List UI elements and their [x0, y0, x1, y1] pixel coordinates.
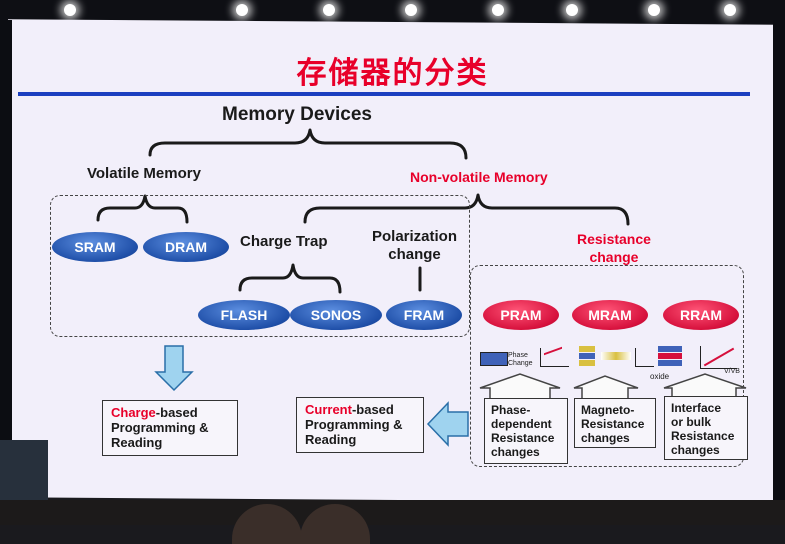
brace-charge-trap	[238, 263, 342, 294]
sonos-oval: SONOS	[290, 300, 382, 330]
dram-oval: DRAM	[143, 232, 229, 262]
mech-line: Resistance	[491, 431, 555, 445]
resistance-label: Resistance change	[577, 230, 651, 266]
polarization-line-1: Polarization	[372, 228, 458, 245]
ceiling-light	[405, 4, 417, 16]
mram-oval: MRAM	[572, 300, 648, 330]
arrow-left	[426, 401, 469, 447]
mech-line: or bulk	[671, 415, 712, 429]
magneto-resistance-box: Magneto- Resistance changes	[574, 398, 656, 448]
volatile-region	[50, 195, 470, 337]
phase-dependent-box: Phase- dependent Resistance changes	[484, 398, 568, 464]
fram-oval: FRAM	[386, 300, 462, 330]
screen-right-edge	[773, 20, 785, 525]
mech-line: changes	[671, 443, 720, 457]
polarization-line-2: change	[388, 246, 441, 263]
magneto-icon	[575, 344, 665, 370]
ceiling-light	[648, 4, 660, 16]
slide-title: 存储器的分类	[296, 56, 489, 91]
nonvolatile-label: Non-volatile Memory	[410, 169, 548, 185]
mech-line: Resistance	[671, 429, 735, 443]
screen-left-edge	[0, 20, 12, 525]
mech-line: dependent	[491, 417, 552, 431]
ceiling-light	[323, 4, 335, 16]
charge-trap-label: Charge Trap	[240, 233, 328, 250]
brace-root	[148, 128, 468, 160]
rram-oval: RRAM	[663, 300, 739, 330]
current-rest-2: Programming &	[305, 417, 403, 432]
pram-oval: PRAM	[483, 300, 559, 330]
volatile-label: Volatile Memory	[87, 165, 201, 182]
charge-rest-1: -based	[155, 405, 198, 420]
arrow-up	[573, 375, 639, 398]
brace-volatile	[96, 194, 189, 224]
sram-oval: SRAM	[52, 232, 138, 262]
ceiling-light	[724, 4, 736, 16]
mech-line: Phase-	[491, 403, 531, 417]
phase-change-caption: Phase Change	[508, 352, 533, 367]
vvb-caption: V/VB	[724, 368, 740, 375]
oxide-caption: oxide	[650, 372, 670, 381]
arrow-up	[663, 373, 747, 398]
interface-resistance-box: Interface or bulk Resistance changes	[664, 396, 748, 460]
charge-accent: Charge	[111, 405, 156, 420]
polarization-label: Polarization change	[372, 228, 457, 264]
ceiling-light	[492, 4, 504, 16]
mech-line: changes	[491, 445, 540, 459]
current-rest-3: Reading	[305, 432, 357, 447]
current-accent: Current	[305, 402, 352, 417]
ceiling-light	[236, 4, 248, 16]
arrow-up	[479, 373, 561, 398]
podium	[0, 440, 48, 510]
mech-line: Resistance	[581, 417, 645, 431]
resistance-line-2: change	[589, 249, 639, 265]
charge-rest-2: Programming &	[111, 420, 209, 435]
title-rule	[18, 92, 750, 96]
resistance-line-1: Resistance	[577, 231, 651, 247]
arrow-down	[154, 345, 194, 392]
interface-icon: oxide V/VB	[650, 344, 746, 381]
root-label: Memory Devices	[222, 104, 372, 125]
phase-change-icon: Phase Change	[478, 346, 570, 372]
resistance-region	[470, 265, 744, 467]
mech-line: Magneto-	[581, 403, 635, 417]
diagram-connectors	[96, 128, 747, 447]
mech-line: changes	[581, 431, 630, 445]
current-rest-1: -based	[351, 402, 394, 417]
current-based-box: Current-based Programming & Reading	[296, 397, 424, 453]
brace-nonvolatile	[303, 193, 630, 226]
audience-area	[0, 500, 785, 525]
ceiling-light	[64, 4, 76, 16]
mech-line: Interface	[671, 401, 722, 415]
charge-based-box: Charge-based Programming & Reading	[102, 400, 238, 456]
flash-oval: FLASH	[198, 300, 290, 330]
ceiling-light	[566, 4, 578, 16]
charge-rest-3: Reading	[111, 435, 163, 450]
